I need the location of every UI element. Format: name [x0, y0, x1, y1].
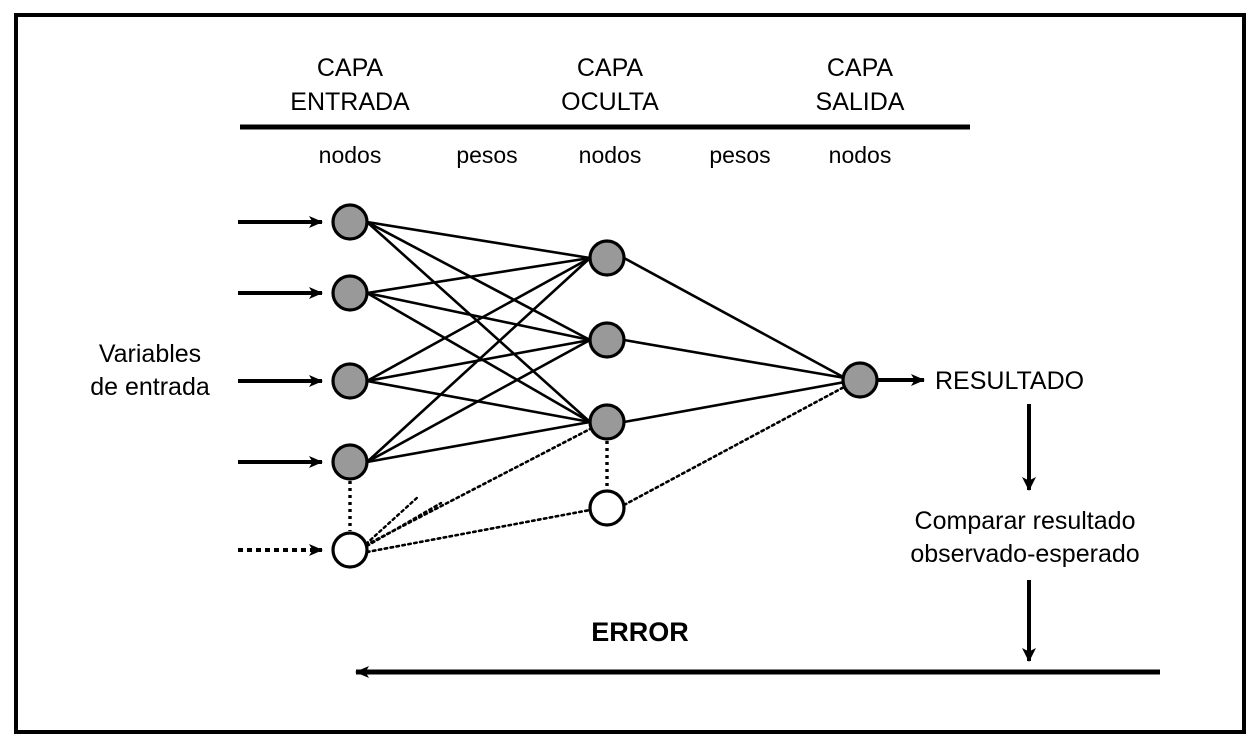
edges-hidden-to-output — [623, 256, 846, 424]
header-oculta-line2: OCULTA — [561, 88, 659, 116]
node-hidden-bias[interactable] — [588, 489, 626, 527]
node-input-2[interactable] — [331, 274, 369, 312]
edge-ib-hb — [365, 508, 592, 554]
header-salida-line1: CAPA — [827, 54, 894, 82]
edge-i1-h2 — [366, 220, 591, 342]
header-salida-line2: SALIDA — [816, 88, 905, 116]
edge-i1-h1 — [366, 220, 591, 260]
input-arrows — [238, 216, 323, 556]
bias-dotted-stubs — [364, 494, 443, 548]
resultado-label: RESULTADO — [935, 367, 1084, 395]
layer-headers: CAPA ENTRADA CAPA OCULTA CAPA SALIDA — [290, 54, 905, 116]
node-input-1[interactable] — [331, 203, 369, 241]
header-oculta-line1: CAPA — [577, 54, 644, 82]
edge-i3-h1 — [366, 256, 591, 383]
input-layer-nodes — [331, 203, 369, 569]
edge-i4-h3 — [366, 420, 591, 464]
sublabel-pesos-2: pesos — [709, 142, 770, 168]
edge-i1-h3 — [366, 221, 591, 423]
node-input-3[interactable] — [331, 362, 369, 400]
edge-h3-o1 — [623, 380, 846, 424]
edge-hb-o1 — [622, 384, 848, 507]
sublabel-nodos-oculta: nodos — [579, 142, 642, 168]
sublabel-nodos-salida: nodos — [829, 142, 892, 168]
edge-h1-o1 — [623, 256, 846, 380]
node-output-1[interactable] — [841, 361, 879, 399]
edge-i2-h3 — [366, 291, 591, 424]
edges-input-to-hidden — [366, 220, 591, 464]
input-variables-label-line1: Variables — [99, 340, 201, 368]
node-input-4[interactable] — [331, 443, 369, 481]
output-layer-nodes — [841, 361, 879, 399]
edges-bias-vertical — [348, 441, 609, 531]
edge-i2-h2 — [366, 291, 591, 342]
node-input-bias[interactable] — [331, 531, 369, 569]
stub-2 — [365, 501, 443, 548]
header-entrada-line1: CAPA — [317, 54, 384, 82]
edge-i4-h1 — [366, 257, 591, 463]
stub-1 — [364, 494, 421, 546]
comparar-label-line2: observado-esperado — [910, 540, 1139, 568]
edge-h2-o1 — [623, 338, 846, 380]
node-hidden-1[interactable] — [588, 239, 626, 277]
node-hidden-2[interactable] — [588, 321, 626, 359]
edge-i2-h1 — [366, 256, 591, 295]
comparar-label-line1: Comparar resultado — [915, 507, 1136, 535]
edge-i4-h2 — [366, 338, 591, 464]
sublabel-nodos-entrada: nodos — [319, 142, 382, 168]
error-label: ERROR — [591, 617, 689, 647]
hidden-layer-nodes — [588, 239, 626, 527]
figure-border — [14, 13, 1246, 734]
input-variables-label-line2: de entrada — [90, 373, 210, 401]
node-hidden-3[interactable] — [588, 403, 626, 441]
header-entrada-line2: ENTRADA — [290, 88, 410, 116]
sublabels: nodos pesos nodos pesos nodos — [319, 142, 892, 168]
sublabel-pesos-1: pesos — [456, 142, 517, 168]
